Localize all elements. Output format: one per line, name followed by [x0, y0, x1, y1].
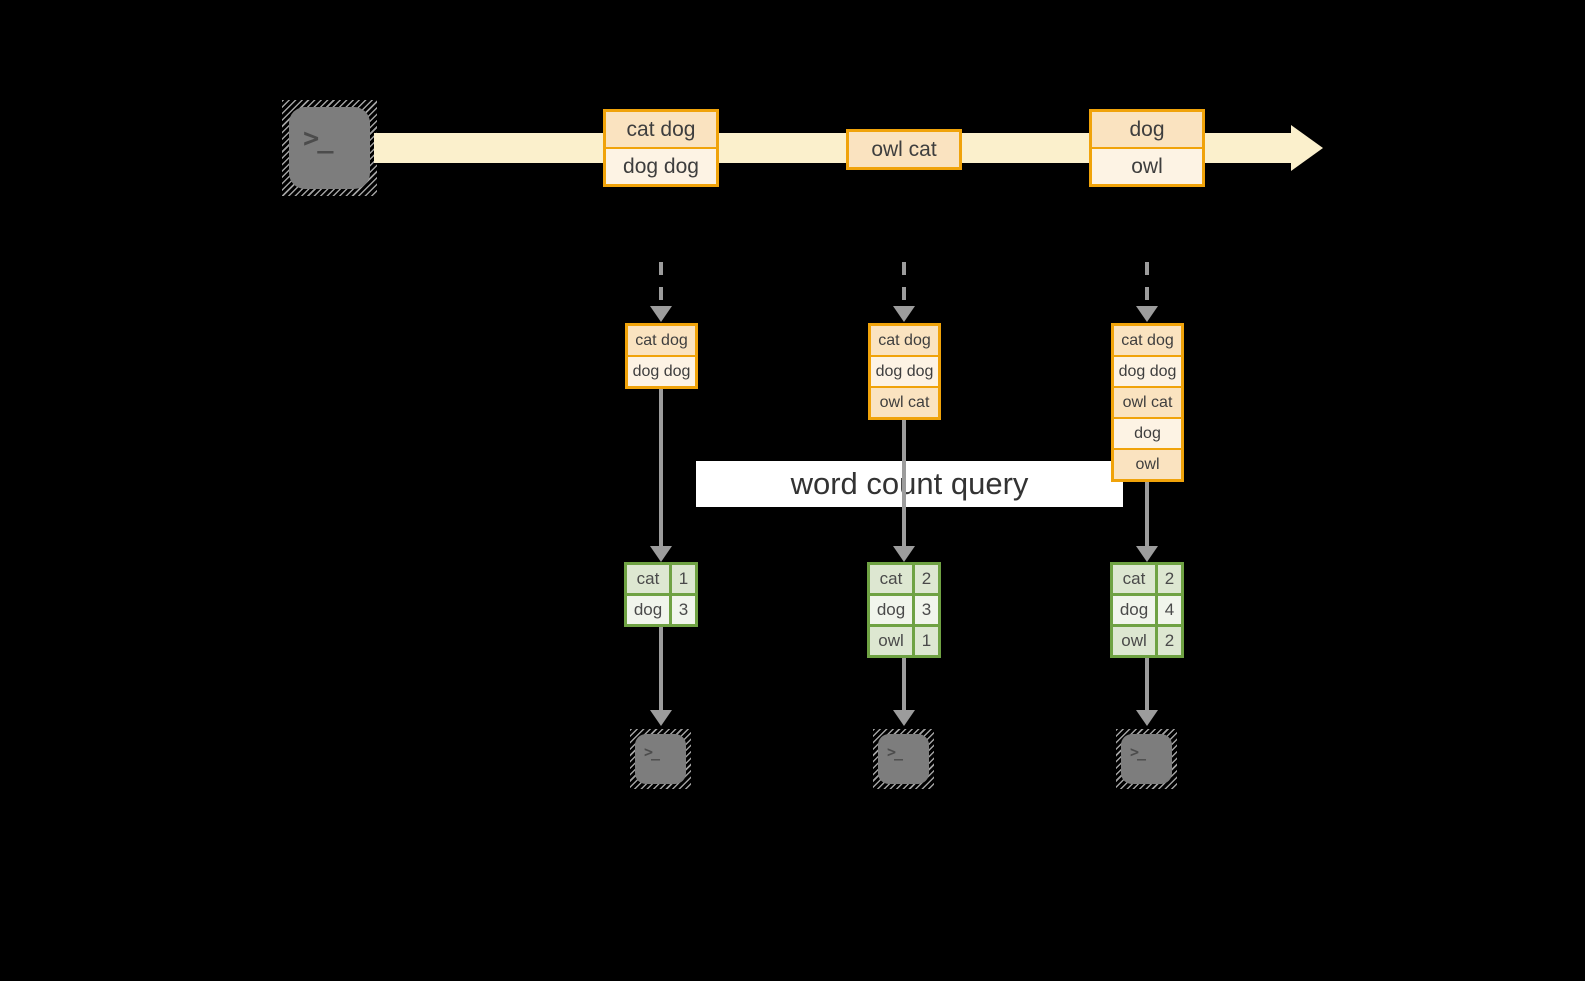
stream-event-row: owl [1092, 147, 1202, 184]
output-arrow-3-head-icon [1136, 710, 1158, 726]
buffer-row: owl [1114, 448, 1181, 479]
word-cell: dog [627, 596, 669, 624]
stream-arrow-head-icon [1291, 125, 1323, 171]
query-label: word count query [696, 461, 1123, 507]
count-cell: 1 [672, 565, 695, 593]
query-arrow-1 [659, 389, 663, 546]
buffer-row: owl cat [1114, 386, 1181, 417]
word-cell: dog [870, 596, 912, 624]
terminal-screen: >_ [1121, 734, 1172, 784]
query-arrow-3-head-icon [1136, 546, 1158, 562]
buffer-row: cat dog [871, 326, 938, 355]
sink-terminal-icon-1: >_ [630, 729, 691, 789]
word-cell: cat [870, 565, 912, 593]
output-arrow-1 [659, 627, 663, 710]
count-cell: 3 [672, 596, 695, 624]
query-arrow-1-head-icon [650, 546, 672, 562]
output-arrow-2-head-icon [893, 710, 915, 726]
terminal-screen: >_ [878, 734, 929, 784]
buffer-row: cat dog [628, 326, 695, 355]
output-arrow-3 [1145, 658, 1149, 710]
count-cell: 1 [915, 627, 938, 655]
count-table-2: cat 2 dog 3 owl 1 [867, 562, 941, 658]
ingest-arrow-2-head-icon [893, 306, 915, 322]
stream-event-3: dog owl [1089, 109, 1205, 187]
stream-event-row: cat dog [606, 112, 716, 147]
buffer-row: dog [1114, 417, 1181, 448]
word-cell: cat [1113, 565, 1155, 593]
buffer-row: dog dog [871, 355, 938, 386]
output-arrow-2 [902, 658, 906, 710]
sink-terminal-icon-3: >_ [1116, 729, 1177, 789]
stream-event-row: dog dog [606, 147, 716, 184]
buffer-row: dog dog [628, 355, 695, 386]
query-arrow-3 [1145, 482, 1149, 546]
word-cell: dog [1113, 596, 1155, 624]
ingest-arrow-3-head-icon [1136, 306, 1158, 322]
source-terminal-icon: >_ [282, 100, 377, 196]
terminal-screen: >_ [635, 734, 686, 784]
stream-buffer-1: cat dog dog dog [625, 323, 698, 389]
count-cell: 2 [1158, 627, 1181, 655]
stream-event-row: dog [1092, 112, 1202, 147]
count-table-1: cat 1 dog 3 [624, 562, 698, 627]
query-arrow-2-head-icon [893, 546, 915, 562]
stream-event-1: cat dog dog dog [603, 109, 719, 187]
count-cell: 2 [915, 565, 938, 593]
word-cell: cat [627, 565, 669, 593]
buffer-row: dog dog [1114, 355, 1181, 386]
stream-buffer-3: cat dog dog dog owl cat dog owl [1111, 323, 1184, 482]
count-cell: 2 [1158, 565, 1181, 593]
stream-buffer-2: cat dog dog dog owl cat [868, 323, 941, 420]
terminal-prompt-icon: >_ [303, 123, 333, 154]
ingest-arrow-2 [902, 262, 906, 306]
terminal-prompt-icon: >_ [1130, 743, 1146, 761]
word-cell: owl [870, 627, 912, 655]
word-cell: owl [1113, 627, 1155, 655]
sink-terminal-icon-2: >_ [873, 729, 934, 789]
ingest-arrow-3 [1145, 262, 1149, 306]
buffer-row: owl cat [871, 386, 938, 417]
buffer-row: cat dog [1114, 326, 1181, 355]
terminal-prompt-icon: >_ [644, 743, 660, 761]
query-arrow-2 [902, 420, 906, 546]
count-table-3: cat 2 dog 4 owl 2 [1110, 562, 1184, 658]
count-cell: 4 [1158, 596, 1181, 624]
terminal-prompt-icon: >_ [887, 743, 903, 761]
output-arrow-1-head-icon [650, 710, 672, 726]
count-cell: 3 [915, 596, 938, 624]
stream-event-2: owl cat [846, 129, 962, 170]
terminal-screen: >_ [289, 107, 370, 189]
stream-event-row: owl cat [849, 132, 959, 167]
ingest-arrow-1 [659, 262, 663, 306]
ingest-arrow-1-head-icon [650, 306, 672, 322]
